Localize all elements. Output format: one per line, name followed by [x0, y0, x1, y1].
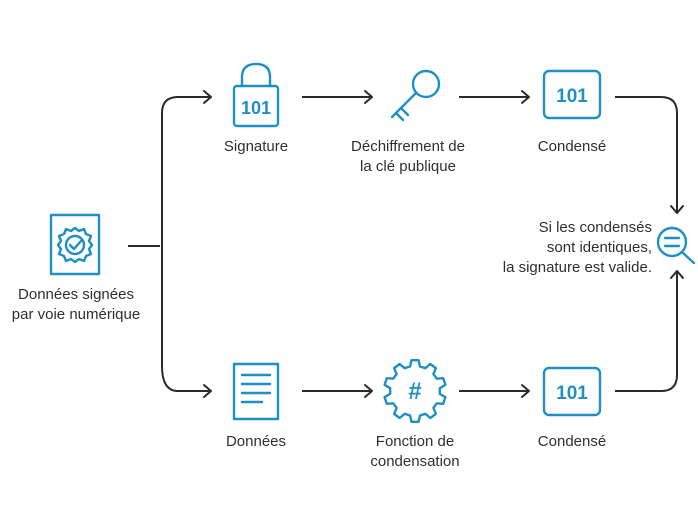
digest-bottom-label: Condensé: [537, 433, 607, 450]
key-icon: [390, 69, 441, 122]
compare-label: Si les condensés sont identiques, la sig…: [502, 219, 652, 276]
hash-function-label: Fonction de condensation: [370, 433, 460, 470]
arrowhead-to-hash: [364, 384, 373, 398]
arrowhead-to-signature: [203, 90, 212, 104]
binary-icon-top: 101: [542, 69, 602, 120]
connector-digest-bottom-to-compare: [615, 272, 678, 392]
connector-split: [128, 96, 179, 392]
hash-glyph: #: [408, 378, 421, 405]
signed-data-label: Données signées par voie numérique: [11, 286, 141, 323]
digest-top-label: Condensé: [537, 138, 607, 155]
decryption-label: Déchiffrement de la clé publique: [351, 138, 465, 175]
signature-binary-text: 101: [241, 98, 271, 118]
arrowhead-to-data: [203, 384, 212, 398]
magnifier-equals-icon: [656, 226, 696, 265]
arrowhead-to-digest-bottom: [521, 384, 530, 398]
seal-badge: [56, 226, 94, 264]
certificate-icon: [49, 213, 101, 276]
gear-hash-icon: #: [383, 359, 447, 423]
connector-digest-top-to-compare: [615, 96, 678, 212]
arrowhead-to-digest-top: [521, 90, 530, 104]
digest-bottom-binary-text: 101: [556, 383, 588, 404]
connectors: [128, 90, 684, 398]
signature-label: Signature: [223, 138, 289, 155]
gear-outline: [383, 359, 447, 423]
arrowhead-to-decryption: [364, 90, 373, 104]
arrowhead-to-compare-bottom: [670, 270, 684, 279]
lock-icon: 101: [232, 62, 280, 128]
digest-top-binary-text: 101: [556, 86, 588, 107]
data-label: Données: [225, 433, 287, 450]
binary-icon-bottom: 101: [542, 366, 602, 417]
document-icon: [232, 362, 280, 421]
arrowhead-to-compare-top: [670, 205, 684, 214]
